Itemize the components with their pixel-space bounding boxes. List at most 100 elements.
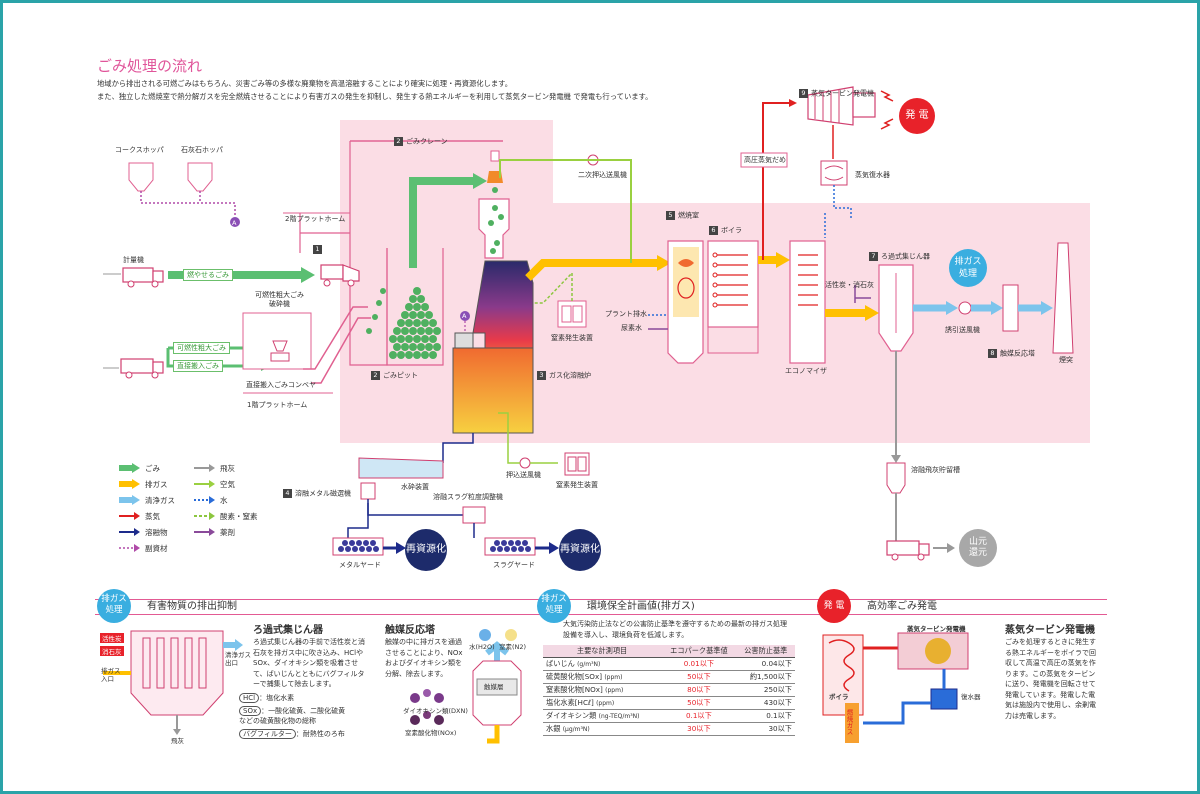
legend-clean: 清浄ガス (145, 496, 175, 505)
legend-air: 空気 (220, 480, 235, 489)
conveyor (311, 317, 371, 384)
sec2-badge: 排ガス 処理 (537, 589, 571, 623)
economizer-shape (789, 240, 826, 364)
row-unit: (ng-TEQ/m³N) (598, 713, 640, 720)
row-unit: (ppm) (604, 674, 623, 681)
sec3-gas: 燃焼ガス (845, 709, 853, 735)
sec1-catalyst-drawing (472, 629, 522, 744)
row-name: ばいじん (546, 659, 575, 668)
item-1-num: 1 (313, 245, 322, 254)
furnace-num: 3 (537, 371, 546, 380)
marker-a-2 (460, 311, 470, 321)
sec1-cat-body: 触媒の中に排ガスを通過させることにより、NOxおよびダイオキシン類を分解、除去し… (385, 638, 463, 678)
sec1-badge: 排ガス 処理 (97, 589, 131, 623)
stack-shape (1052, 242, 1074, 354)
burnable-label: 燃やせるごみ (183, 269, 233, 281)
sec1-filter-title: ろ過式集じん器 (253, 625, 323, 636)
legend-water: 水 (220, 496, 228, 505)
row-std: 約1,500以下 (736, 670, 795, 684)
def-hcl-key: HCl (239, 693, 260, 703)
sec1-n2: 窒素(N2) (499, 643, 527, 651)
legend-exhaust: 排ガス (145, 480, 168, 489)
row-unit: (ppm) (605, 687, 624, 694)
waste-pile (366, 287, 441, 359)
sec3-heading: 蒸気タービン発電機 (1005, 625, 1095, 636)
water-crusher-shape (358, 457, 444, 479)
condenser-shape (820, 160, 848, 186)
process-diagram (103, 86, 1090, 744)
conveyor-label: 直接搬入ごみコンベヤ (246, 381, 316, 389)
marker-a-1-label: A (232, 219, 237, 227)
direct-label: 直接搬入ごみ (173, 360, 223, 372)
comb-text: 燃焼室 (678, 211, 699, 220)
lime-hopper-shape (187, 162, 213, 192)
furnace-hopper (478, 198, 510, 259)
crusher-label: 可燃性粗大ごみ 破砕機 (255, 291, 304, 308)
row-name: 水銀 (546, 724, 561, 733)
row-std: 0.1以下 (736, 709, 795, 723)
def-sox-val: ：一酸化硫黄、二酸化硫黄 などの硫黄酸化物の総称 (239, 707, 346, 725)
recycle-badge-2: 再資源化 (559, 529, 601, 571)
eco-label: エコノマイザ (785, 367, 827, 375)
fly-ash-label: 溶融飛灰貯留槽 (911, 466, 960, 474)
comb-num: 5 (666, 211, 675, 220)
row-eco: 30以下 (661, 722, 737, 736)
def-bag-val: ：耐熱性のろ布 (295, 730, 345, 738)
truck-3 (120, 358, 164, 379)
legend-swatches (119, 463, 215, 552)
sec1-cat-title: 触媒反応塔 (385, 625, 435, 636)
legend-oxy: 酸素・窒素 (220, 512, 258, 521)
scale-label: 計量機 (123, 256, 144, 264)
item-1-marker: 1 (313, 239, 322, 258)
col-item: 主要な計測項目 (543, 645, 662, 658)
power-badge: 発 電 (899, 98, 935, 134)
sec3-title: 高効率ごみ発電 (867, 601, 937, 612)
row-std: 250以下 (736, 683, 795, 697)
induced-fan-label: 誘引送風機 (945, 326, 980, 334)
plant-water-label: プラント排水 (605, 310, 647, 318)
def-hcl-val: ：塩化水素 (259, 694, 295, 702)
metal-yard-label: メタルヤード (339, 561, 381, 569)
legend-steam: 蒸気 (145, 512, 160, 521)
truck-2 (320, 264, 360, 287)
lime-hopper-label: 石灰石ホッパ (181, 146, 223, 154)
row-eco: 50以下 (661, 670, 737, 684)
crane-num: 2 (394, 137, 403, 146)
sec2-header: 環境保全計画値(排ガス) (535, 599, 849, 615)
coke-hopper-label: コークスホッパ (115, 146, 164, 154)
carbon-label: 活性炭・消石灰 (825, 281, 874, 289)
sec1-katsusei: 活性炭 (100, 633, 124, 643)
sec1-dxn: ダイオキシン類(DXN) (403, 707, 468, 715)
row-name: 硫黄酸化物[SOx] (546, 672, 603, 681)
sec2-title: 環境保全計画値(排ガス) (587, 601, 695, 612)
sec1-filter-body: ろ過式集じん器の手前で活性炭と消石灰を排ガス中に吹き込み、HClやSOx、ダイオ… (253, 638, 365, 688)
fly-ash-tank-shape (886, 462, 906, 494)
furnace-text: ガス化溶融炉 (549, 371, 591, 380)
sec3-condenser: 復水器 (961, 693, 981, 701)
sec1-cat-layer: 触媒層 (484, 683, 504, 691)
exhaust-badge: 排ガス 処理 (949, 249, 987, 287)
def-bag-key: バグフィルター (239, 729, 296, 739)
bulky-label: 可燃性粗大ごみ (173, 342, 230, 354)
emission-table: 主要な計測項目 エコパーク基準値 公害防止基準 ばいじん (g/m³N)0.01… (543, 645, 795, 736)
row-name: 塩化水素[HCℓ] (546, 698, 594, 707)
push-fan-label: 押込送風機 (506, 471, 541, 479)
sec1-nox: 窒素酸化物(NOx) (405, 729, 457, 737)
sec3-badge: 発 電 (817, 589, 851, 623)
marker-a-1 (230, 217, 240, 227)
row-eco: 0.1以下 (661, 709, 737, 723)
sec1-filter-drawing (103, 630, 243, 735)
marker-a-2-label: A (462, 312, 467, 320)
